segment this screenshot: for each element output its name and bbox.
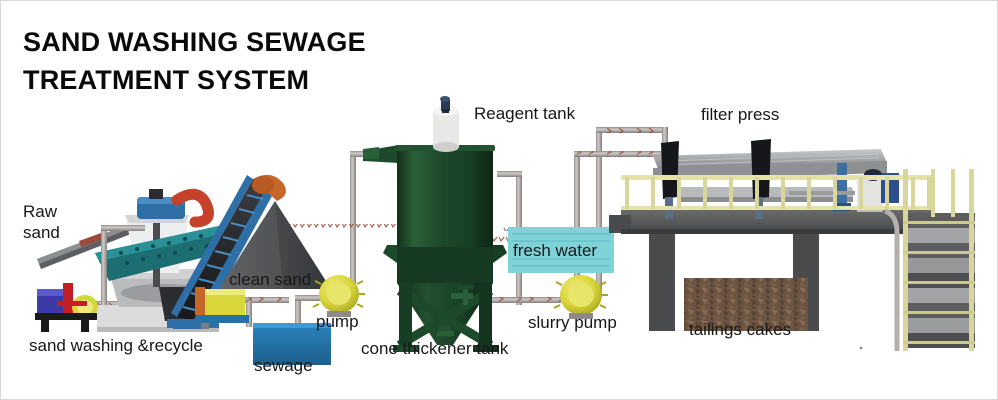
stray-mark bbox=[859, 346, 863, 350]
page-title: SAND WASHING SEWAGE TREATMENT SYSTEM bbox=[23, 27, 366, 95]
label-fresh-water: fresh water bbox=[513, 241, 598, 260]
label-pump: pump bbox=[316, 312, 359, 331]
pipe-segment bbox=[295, 295, 331, 301]
filter-press-platform bbox=[609, 209, 931, 331]
platform-railing bbox=[621, 175, 931, 210]
cone-thickener-tank bbox=[363, 145, 507, 352]
label-clean-sand: clean sand bbox=[229, 270, 312, 289]
label-tailings-cakes: tailings cakes bbox=[689, 320, 792, 339]
fresh-water-box bbox=[508, 227, 614, 273]
sand-washing-motor-skid bbox=[35, 283, 98, 332]
label-sewage: sewage bbox=[254, 356, 313, 375]
label-slurry-pump: slurry pump bbox=[528, 313, 617, 332]
label-reagent-tank: Reagent tank bbox=[474, 104, 576, 123]
clean-sand-pile bbox=[219, 201, 331, 289]
tailings-cakes-pile bbox=[684, 278, 808, 331]
access-stairs bbox=[884, 169, 975, 351]
pipe-segment bbox=[497, 171, 522, 177]
reagent-tank bbox=[433, 96, 459, 152]
slurry-pump bbox=[553, 275, 608, 319]
label-cone-thickener-tank: cone thickener tank bbox=[361, 339, 509, 358]
sewage-tank bbox=[253, 323, 331, 365]
label-filter-press: filter press bbox=[701, 105, 780, 124]
label-sand-washing: sand washing &recycle bbox=[29, 336, 203, 355]
label-raw-sand: Raw sand bbox=[23, 202, 60, 242]
belt-conveyor bbox=[171, 174, 286, 329]
sewage-pump bbox=[312, 275, 365, 317]
pipe-segment bbox=[295, 297, 301, 327]
pipe-segment bbox=[246, 297, 252, 327]
